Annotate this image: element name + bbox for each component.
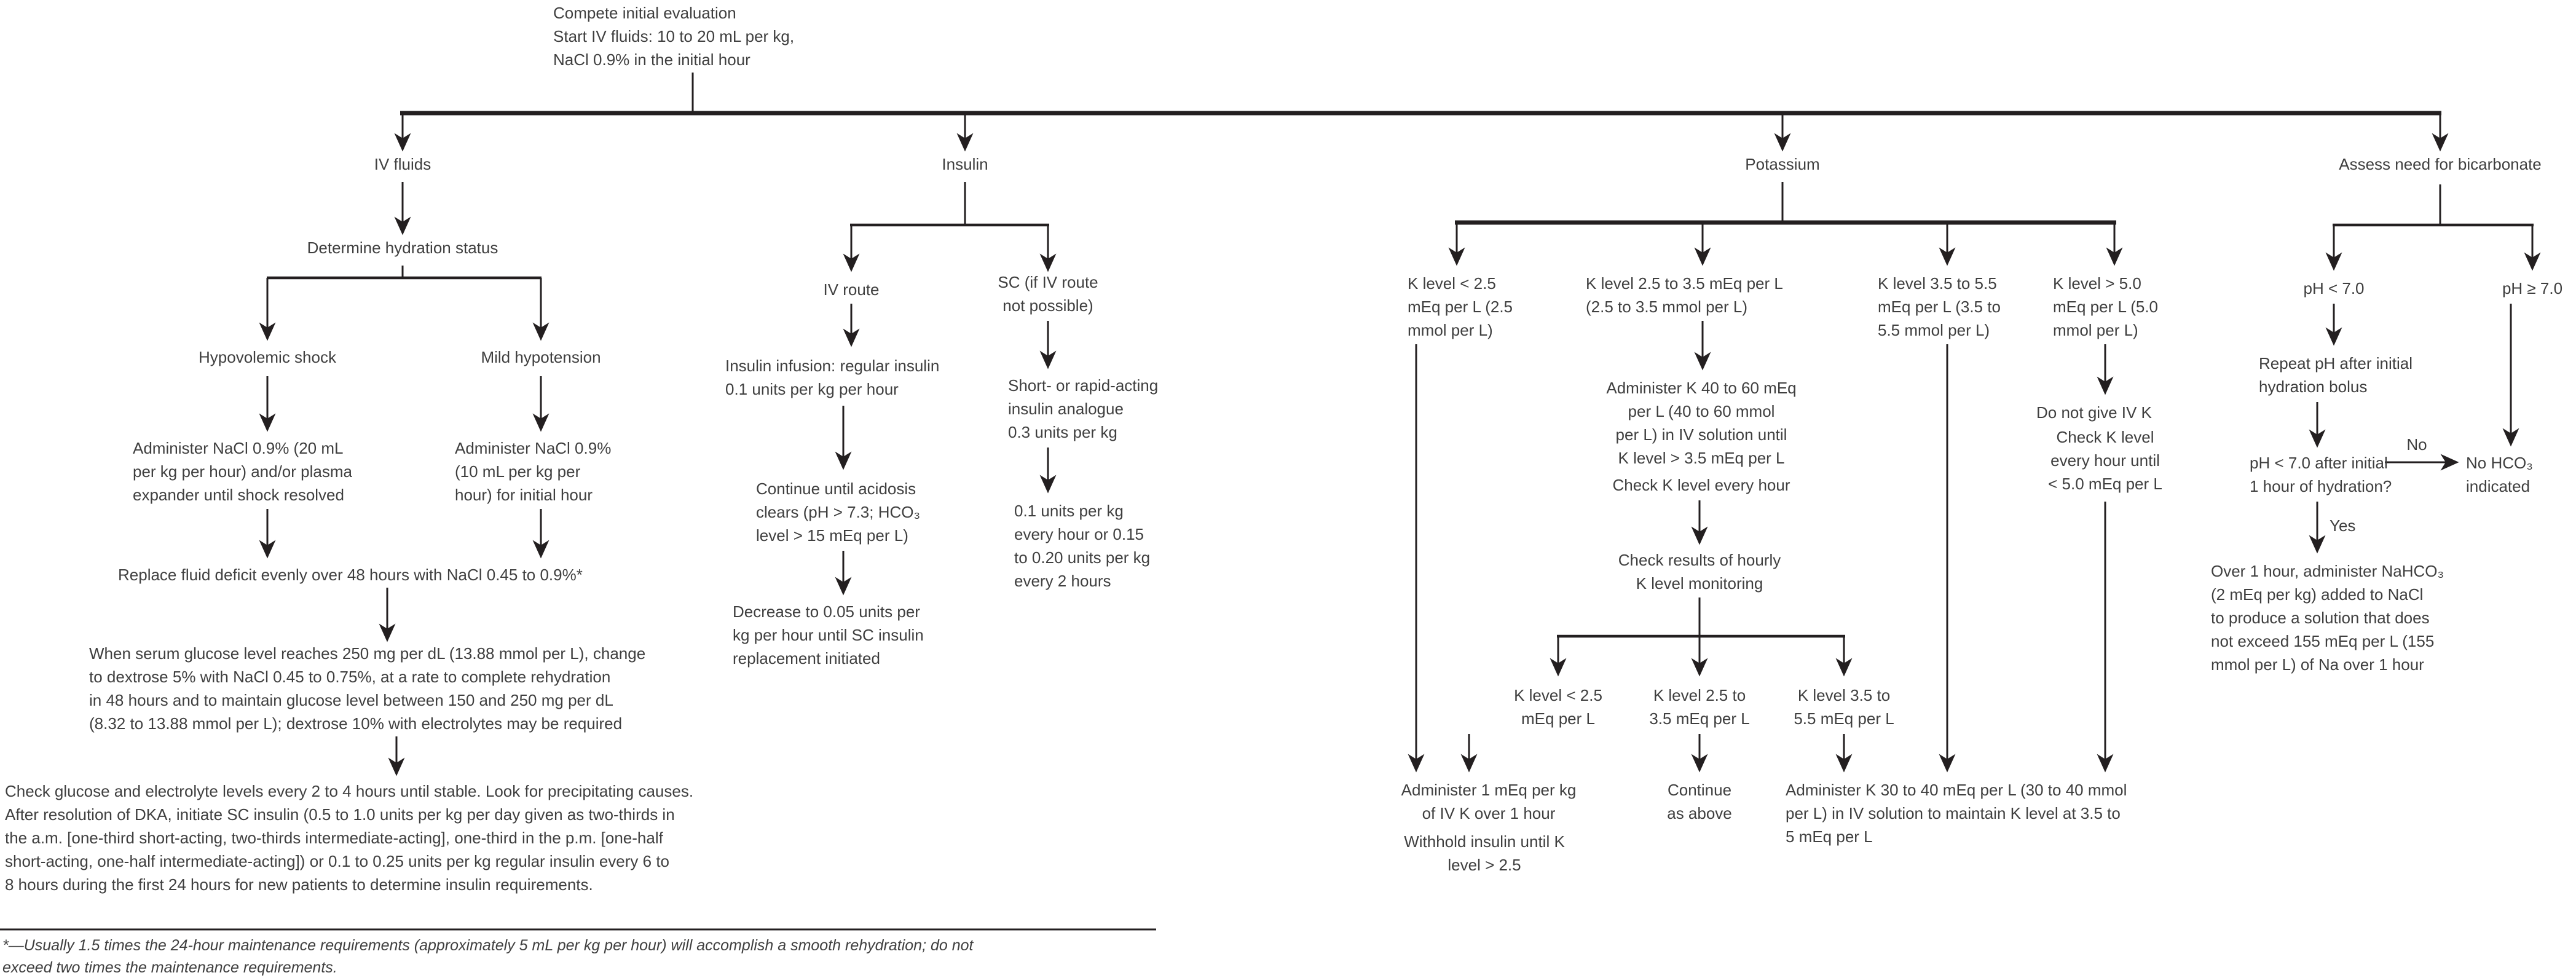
node-sc-dose: 0.1 units per kg every hour or 0.15 to 0…	[1014, 502, 1151, 590]
node-sub-k-3-5-to-5-5: K level 3.5 to 5.5 mEq per L	[1794, 686, 1894, 728]
node-check-k-every-hour: Check K level every hour	[1612, 476, 1790, 494]
iv-fluids-connectors	[259, 182, 549, 776]
node-administer-nacl-20: Administer NaCl 0.9% (20 mL per kg per h…	[133, 439, 352, 504]
node-replace-fluid-deficit: Replace fluid deficit evenly over 48 hou…	[118, 566, 583, 584]
start-connectors	[394, 73, 2449, 152]
node-sc-route: SC (if IV route not possible)	[998, 273, 1098, 315]
node-decrease-insulin: Decrease to 0.05 units per kg per hour u…	[733, 602, 924, 668]
node-ph-lt-7: pH < 7.0	[2303, 279, 2365, 298]
footnote: *—Usually 1.5 times the 24-hour maintena…	[2, 937, 974, 976]
potassium-connectors	[1408, 182, 2123, 773]
node-mild-hypotension: Mild hypotension	[481, 348, 601, 366]
node-k-gt-5-0: K level > 5.0 mEq per L (5.0 mmol per L)	[2053, 274, 2159, 339]
node-administer-k30-40: Administer K 30 to 40 mEq per L (30 to 4…	[1786, 781, 2127, 846]
node-sub-k-2-5-to-3-5: K level 2.5 to 3.5 mEq per L	[1649, 686, 1750, 728]
node-iv-route: IV route	[823, 280, 880, 299]
node-ph-gte-7: pH ≥ 7.0	[2502, 279, 2563, 298]
node-administer-nacl-10: Administer NaCl 0.9% (10 mL per kg per h…	[455, 439, 612, 504]
node-determine-hydration: Determine hydration status	[307, 239, 498, 257]
node-k-3-5-to-5-5: K level 3.5 to 5.5 mEq per L (3.5 to 5.5…	[1878, 274, 2001, 339]
branch-insulin: Insulin	[942, 155, 988, 173]
node-no-hco3-indicated: No HCO₃ indicated	[2466, 454, 2533, 495]
node-ph-question: pH < 7.0 after initial 1 hour of hydrati…	[2250, 454, 2392, 495]
start-evaluation: Compete initial evaluation	[553, 4, 736, 22]
node-continue-until-acidosis: Continue until acidosis clears (pH > 7.3…	[756, 479, 921, 545]
node-do-not-give-iv-k: Do not give IV K	[2036, 403, 2152, 422]
node-insulin-analogue: Short- or rapid-acting insulin analogue …	[1008, 376, 1159, 441]
node-check-k-until-5: Check K level every hour until < 5.0 mEq…	[2048, 428, 2162, 493]
node-administer-1meq: Administer 1 mEq per kg of IV K over 1 h…	[1401, 781, 1577, 822]
node-repeat-ph: Repeat pH after initial hydration bolus	[2259, 354, 2413, 396]
node-insulin-infusion: Insulin infusion: regular insulin 0.1 un…	[725, 357, 940, 398]
node-administer-k40-60: Administer K 40 to 60 mEq per L (40 to 6…	[1606, 379, 1797, 467]
edge-label-yes: Yes	[2330, 516, 2356, 535]
node-nahco3-infusion: Over 1 hour, administer NaHCO₃ (2 mEq pe…	[2211, 562, 2444, 674]
node-withhold-insulin: Withhold insulin until K level > 2.5	[1404, 832, 1565, 874]
branch-iv-fluids: IV fluids	[374, 155, 431, 173]
node-sub-k-lt-2-5: K level < 2.5 mEq per L	[1514, 686, 1602, 728]
insulin-connectors	[835, 182, 1057, 596]
bicarbonate-connectors	[2309, 184, 2541, 554]
node-hypovolemic-shock: Hypovolemic shock	[199, 348, 336, 366]
node-continue-as-above: Continue as above	[1667, 781, 1732, 822]
start-iv-fluids: Start IV fluids: 10 to 20 mL per kg, NaC…	[553, 27, 795, 69]
node-k-lt-2-5: K level < 2.5 mEq per L (2.5 mmol per L)	[1408, 274, 1513, 339]
node-monitoring-paragraph: Check glucose and electrolyte levels eve…	[5, 782, 694, 894]
branch-bicarbonate: Assess need for bicarbonate	[2339, 155, 2542, 173]
node-k-2-5-to-3-5: K level 2.5 to 3.5 mEq per L (2.5 to 3.5…	[1586, 274, 1783, 316]
edge-label-no: No	[2406, 435, 2427, 454]
node-check-results-hourly: Check results of hourly K level monitori…	[1618, 551, 1781, 593]
node-glucose-250: When serum glucose level reaches 250 mg …	[89, 644, 646, 733]
branch-potassium: Potassium	[1745, 155, 1820, 173]
